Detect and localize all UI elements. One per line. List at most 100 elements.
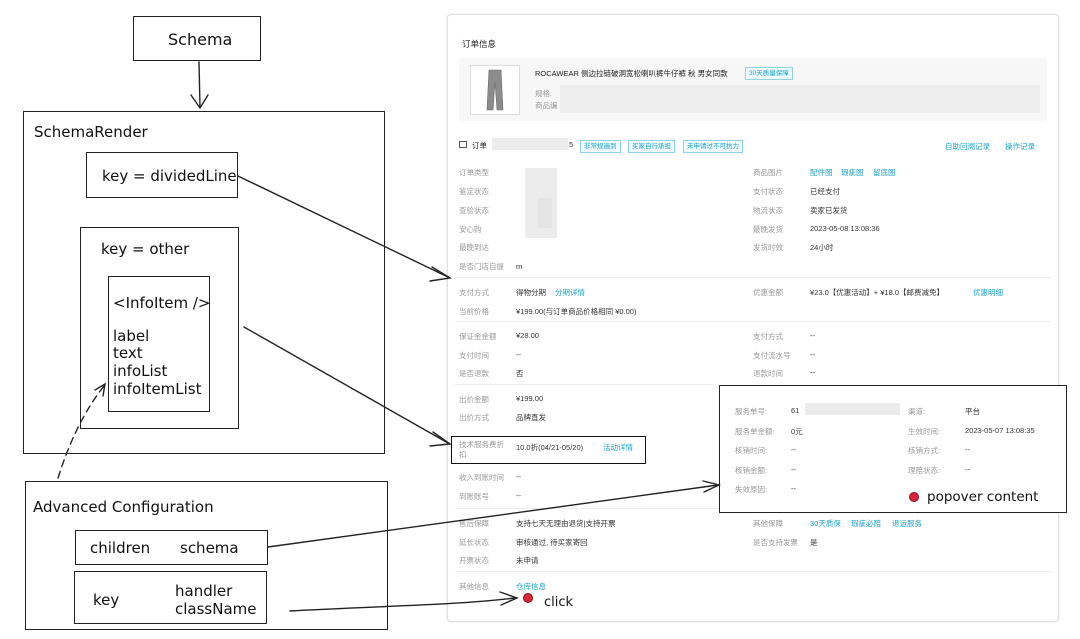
- arrow-dashed-advanced: [57, 385, 105, 479]
- tech-fee-highlight: [451, 436, 646, 464]
- divider-2: [455, 321, 1051, 322]
- activity-detail-link[interactable]: 活动详情: [603, 443, 633, 452]
- section1-values-blur-2: [538, 198, 552, 228]
- info-item-tag: <InfoItem />: [113, 294, 211, 312]
- pop-writeoff-time-value: --: [791, 445, 796, 454]
- handler-word: handler: [175, 582, 233, 600]
- pay-status-value: 已经支付: [810, 187, 840, 196]
- row-latest-arrival: 最晚到达: [459, 243, 489, 252]
- schema-render-box: [23, 111, 385, 454]
- pop-writeoff-time-label: 核销时间:: [735, 446, 768, 455]
- store-pickup-value: m: [516, 262, 523, 271]
- product-image: [470, 65, 520, 115]
- link-accessory-image[interactable]: 配件图: [810, 168, 833, 177]
- row-account: 到账账号: [459, 492, 489, 501]
- after-sale-value: 支持七天无理由退货|支持开票: [516, 519, 616, 528]
- other-label: key = other: [101, 240, 190, 258]
- pop-effective-value: 2023-05-07 13:08:35: [965, 426, 1035, 435]
- key-word: key: [93, 591, 120, 609]
- row-pay-serial: 支付流水号: [753, 351, 791, 360]
- product-spec-label: 规格:: [535, 89, 553, 98]
- row-support-invoice: 是否支持发票: [753, 538, 798, 547]
- pop-channel-label: 渠道:: [908, 407, 926, 416]
- schema-label: Schema: [168, 30, 233, 49]
- deposit-value: ¥28.00: [516, 331, 539, 340]
- pop-channel-value: 平台: [965, 407, 980, 416]
- link-flaw-image[interactable]: 瑕疵图: [841, 168, 864, 177]
- link-flaw-compensation[interactable]: 瑕疵必赔: [851, 519, 881, 528]
- row-invoice-status: 开票状态: [459, 556, 489, 565]
- arrow-handler-click: [289, 597, 516, 612]
- product-name: ROCAWEAR 侧边拉链破洞宽松喇叭裤牛仔裤 秋 男女同款: [535, 69, 728, 78]
- order-tag-1: 非常规遍到: [580, 140, 621, 153]
- pop-claim-status-label: 理赔状态:: [908, 466, 941, 475]
- children-schema-box: [75, 530, 268, 565]
- click-label: click: [544, 595, 574, 610]
- info-item-box: [108, 276, 210, 412]
- latest-ship-value: 2023-05-08 13:08:36: [810, 224, 880, 233]
- product-guarantee-tag: 30天质量保障: [745, 67, 793, 80]
- refunded-value: 否: [516, 369, 524, 378]
- operation-log-link[interactable]: 操作记录: [1005, 142, 1035, 151]
- row-safe-buy: 安心购: [459, 225, 482, 234]
- pop-writeoff-method-label: 核销方式:: [908, 446, 941, 455]
- discount-detail-link[interactable]: 优惠明细: [973, 288, 1003, 297]
- schema-render-label: SchemaRender: [34, 123, 148, 141]
- link-return-service[interactable]: 退运服务: [892, 519, 922, 528]
- other-box: [80, 227, 239, 429]
- pop-claim-status-value: --: [965, 465, 970, 474]
- divider-1: [455, 277, 1051, 278]
- info-item-prop-infolist: infoList: [113, 362, 168, 380]
- row-pay-status: 支付状态: [753, 187, 783, 196]
- arrow-children-popover: [267, 484, 719, 548]
- divided-line-label: key = dividedLine: [102, 167, 237, 185]
- invoice-status-value: 未申请: [516, 556, 539, 565]
- row-income-time: 收入到账时间: [459, 473, 504, 482]
- order-tag-2: 买家自行承担: [628, 140, 675, 153]
- row-deposit: 保证金金额: [459, 332, 497, 341]
- order-number-suffix: 5: [569, 140, 574, 149]
- row-refund-time: 退款时间: [753, 369, 783, 378]
- row-deposit-pay-method: 支付方式: [753, 332, 783, 341]
- income-time-value: --: [516, 472, 521, 481]
- pop-amount-label: 服务单金额:: [735, 427, 775, 436]
- jeans-icon: [486, 69, 504, 111]
- support-invoice-value: 是: [810, 538, 818, 547]
- warehouse-info-link[interactable]: 仓库信息: [516, 582, 546, 591]
- row-bid-amount: 出价金额: [459, 395, 489, 404]
- children-label: children: [90, 539, 151, 557]
- panel-title: 订单信息: [462, 39, 497, 49]
- row-pay-time: 支付时间: [459, 351, 489, 360]
- pay-method-value: 得物分期: [516, 288, 546, 297]
- row-other-info: 其他信息: [459, 582, 489, 591]
- link-30day-warranty[interactable]: 30天质保: [810, 519, 841, 528]
- account-value: --: [516, 491, 521, 500]
- pay-serial-value: --: [810, 350, 815, 359]
- divider-3: [455, 384, 715, 385]
- order-tag-3: 未申请过不可抗力: [683, 140, 743, 153]
- current-price-value: ¥199.00(与订单商品价格相同 ¥0.00): [516, 307, 637, 316]
- arrow-schema-down: [198, 61, 201, 108]
- row-other-service: 其他保障: [753, 519, 783, 528]
- schema-box: [133, 16, 261, 61]
- self-trace-link[interactable]: 自助回溯记录: [945, 142, 990, 151]
- pop-service-no-label: 服务单号:: [735, 407, 768, 416]
- info-item-prop-label: label: [113, 327, 150, 345]
- popover-caption: popover content: [927, 489, 1039, 505]
- bid-method-value: 品牌直发: [516, 413, 546, 422]
- link-archive-image[interactable]: 留底图: [873, 168, 896, 177]
- divided-line-box: [86, 152, 238, 198]
- row-logistics: 物流状态: [753, 206, 783, 215]
- advanced-label: Advanced Configuration: [33, 498, 214, 516]
- discount-value: ¥23.0【优惠活动】+ ¥18.0【邮费减免】: [810, 288, 944, 297]
- product-id-label: 商品编: [535, 101, 558, 110]
- refund-time-value: --: [810, 368, 815, 377]
- pop-writeoff-method-value: --: [965, 445, 970, 454]
- order-number-blur: [492, 138, 568, 150]
- extend-status-value: 审核通过, 待买家寄回: [516, 538, 588, 547]
- installment-detail-link[interactable]: 分期详情: [555, 288, 585, 297]
- tech-fee-value: 10.0折(04/21-05/20): [516, 443, 584, 452]
- row-product-image: 商品图片: [753, 168, 783, 177]
- row-after-sale: 售后保障: [459, 519, 489, 528]
- pay-time-value: --: [516, 350, 521, 359]
